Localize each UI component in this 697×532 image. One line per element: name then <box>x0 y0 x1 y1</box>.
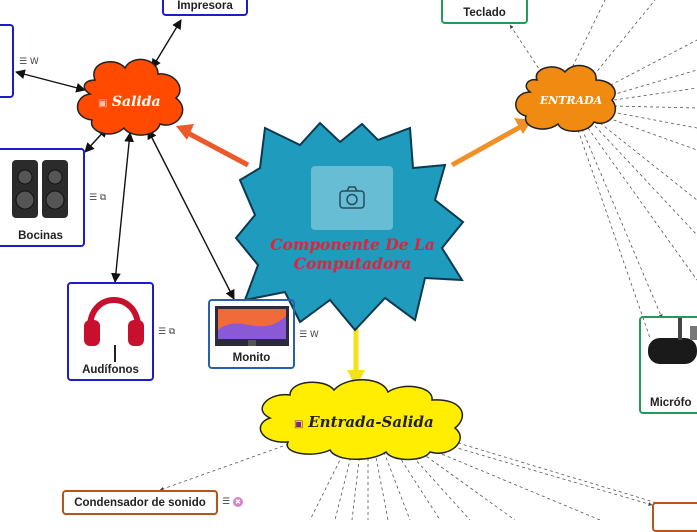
central-node[interactable]: Componente De La Computadora <box>250 235 455 273</box>
condensador-label: Condensador de sonido <box>64 497 216 509</box>
briefcase-icon: ▣ <box>98 98 107 109</box>
entrada-salida-label: Entrada-Salida <box>308 413 433 431</box>
salida-label: Salida <box>112 94 161 110</box>
node-condensador[interactable]: Condensador de sonido <box>62 490 218 515</box>
floppy-disk-icon: ▣ <box>294 419 303 430</box>
entrada-topic[interactable]: ENTRADA <box>536 94 606 107</box>
central-image-placeholder <box>311 166 393 230</box>
salida-topic[interactable]: ▣ Salida <box>98 94 188 110</box>
entrada-label: ENTRADA <box>540 94 602 107</box>
node-monito[interactable]: Monito <box>208 299 295 369</box>
node-microfono[interactable]: Micrófo <box>639 316 697 414</box>
bocinas-notes-icons[interactable]: ☰ ⧉ <box>89 193 106 203</box>
flag-icon: ✖ <box>233 497 243 507</box>
impresora-label: Impresora <box>164 0 246 12</box>
node-left-partial[interactable] <box>0 24 14 98</box>
central-title-line1: Componente De La <box>250 235 455 254</box>
node-bocinas[interactable]: Bocinas <box>0 148 85 247</box>
monito-notes-icons[interactable]: ☰ W <box>299 330 319 340</box>
audifonos-label: Audífonos <box>69 364 152 376</box>
entrada-salida-topic[interactable]: ▣ Entrada-Salida <box>294 413 444 431</box>
central-title-line2: Computadora <box>250 254 455 273</box>
node-bottom-right-partial[interactable] <box>652 502 697 532</box>
node-impresora[interactable]: Impresora <box>162 0 248 16</box>
entrada-dashed-links <box>510 0 697 338</box>
monito-label: Monito <box>210 352 293 364</box>
node-teclado[interactable]: Teclado <box>441 0 528 24</box>
left-partial-notes-icons[interactable]: ☰ W <box>19 57 39 67</box>
microfono-label: Micrófo <box>650 397 692 409</box>
bocinas-label: Bocinas <box>0 230 83 242</box>
notes-icon: ☰ <box>222 497 233 507</box>
node-audifonos[interactable]: Audífonos <box>67 282 154 381</box>
audifonos-notes-icons[interactable]: ☰ ⧉ <box>158 327 175 337</box>
condensador-notes-icons[interactable]: ☰ ✖ <box>222 497 243 507</box>
teclado-label: Teclado <box>443 7 526 19</box>
